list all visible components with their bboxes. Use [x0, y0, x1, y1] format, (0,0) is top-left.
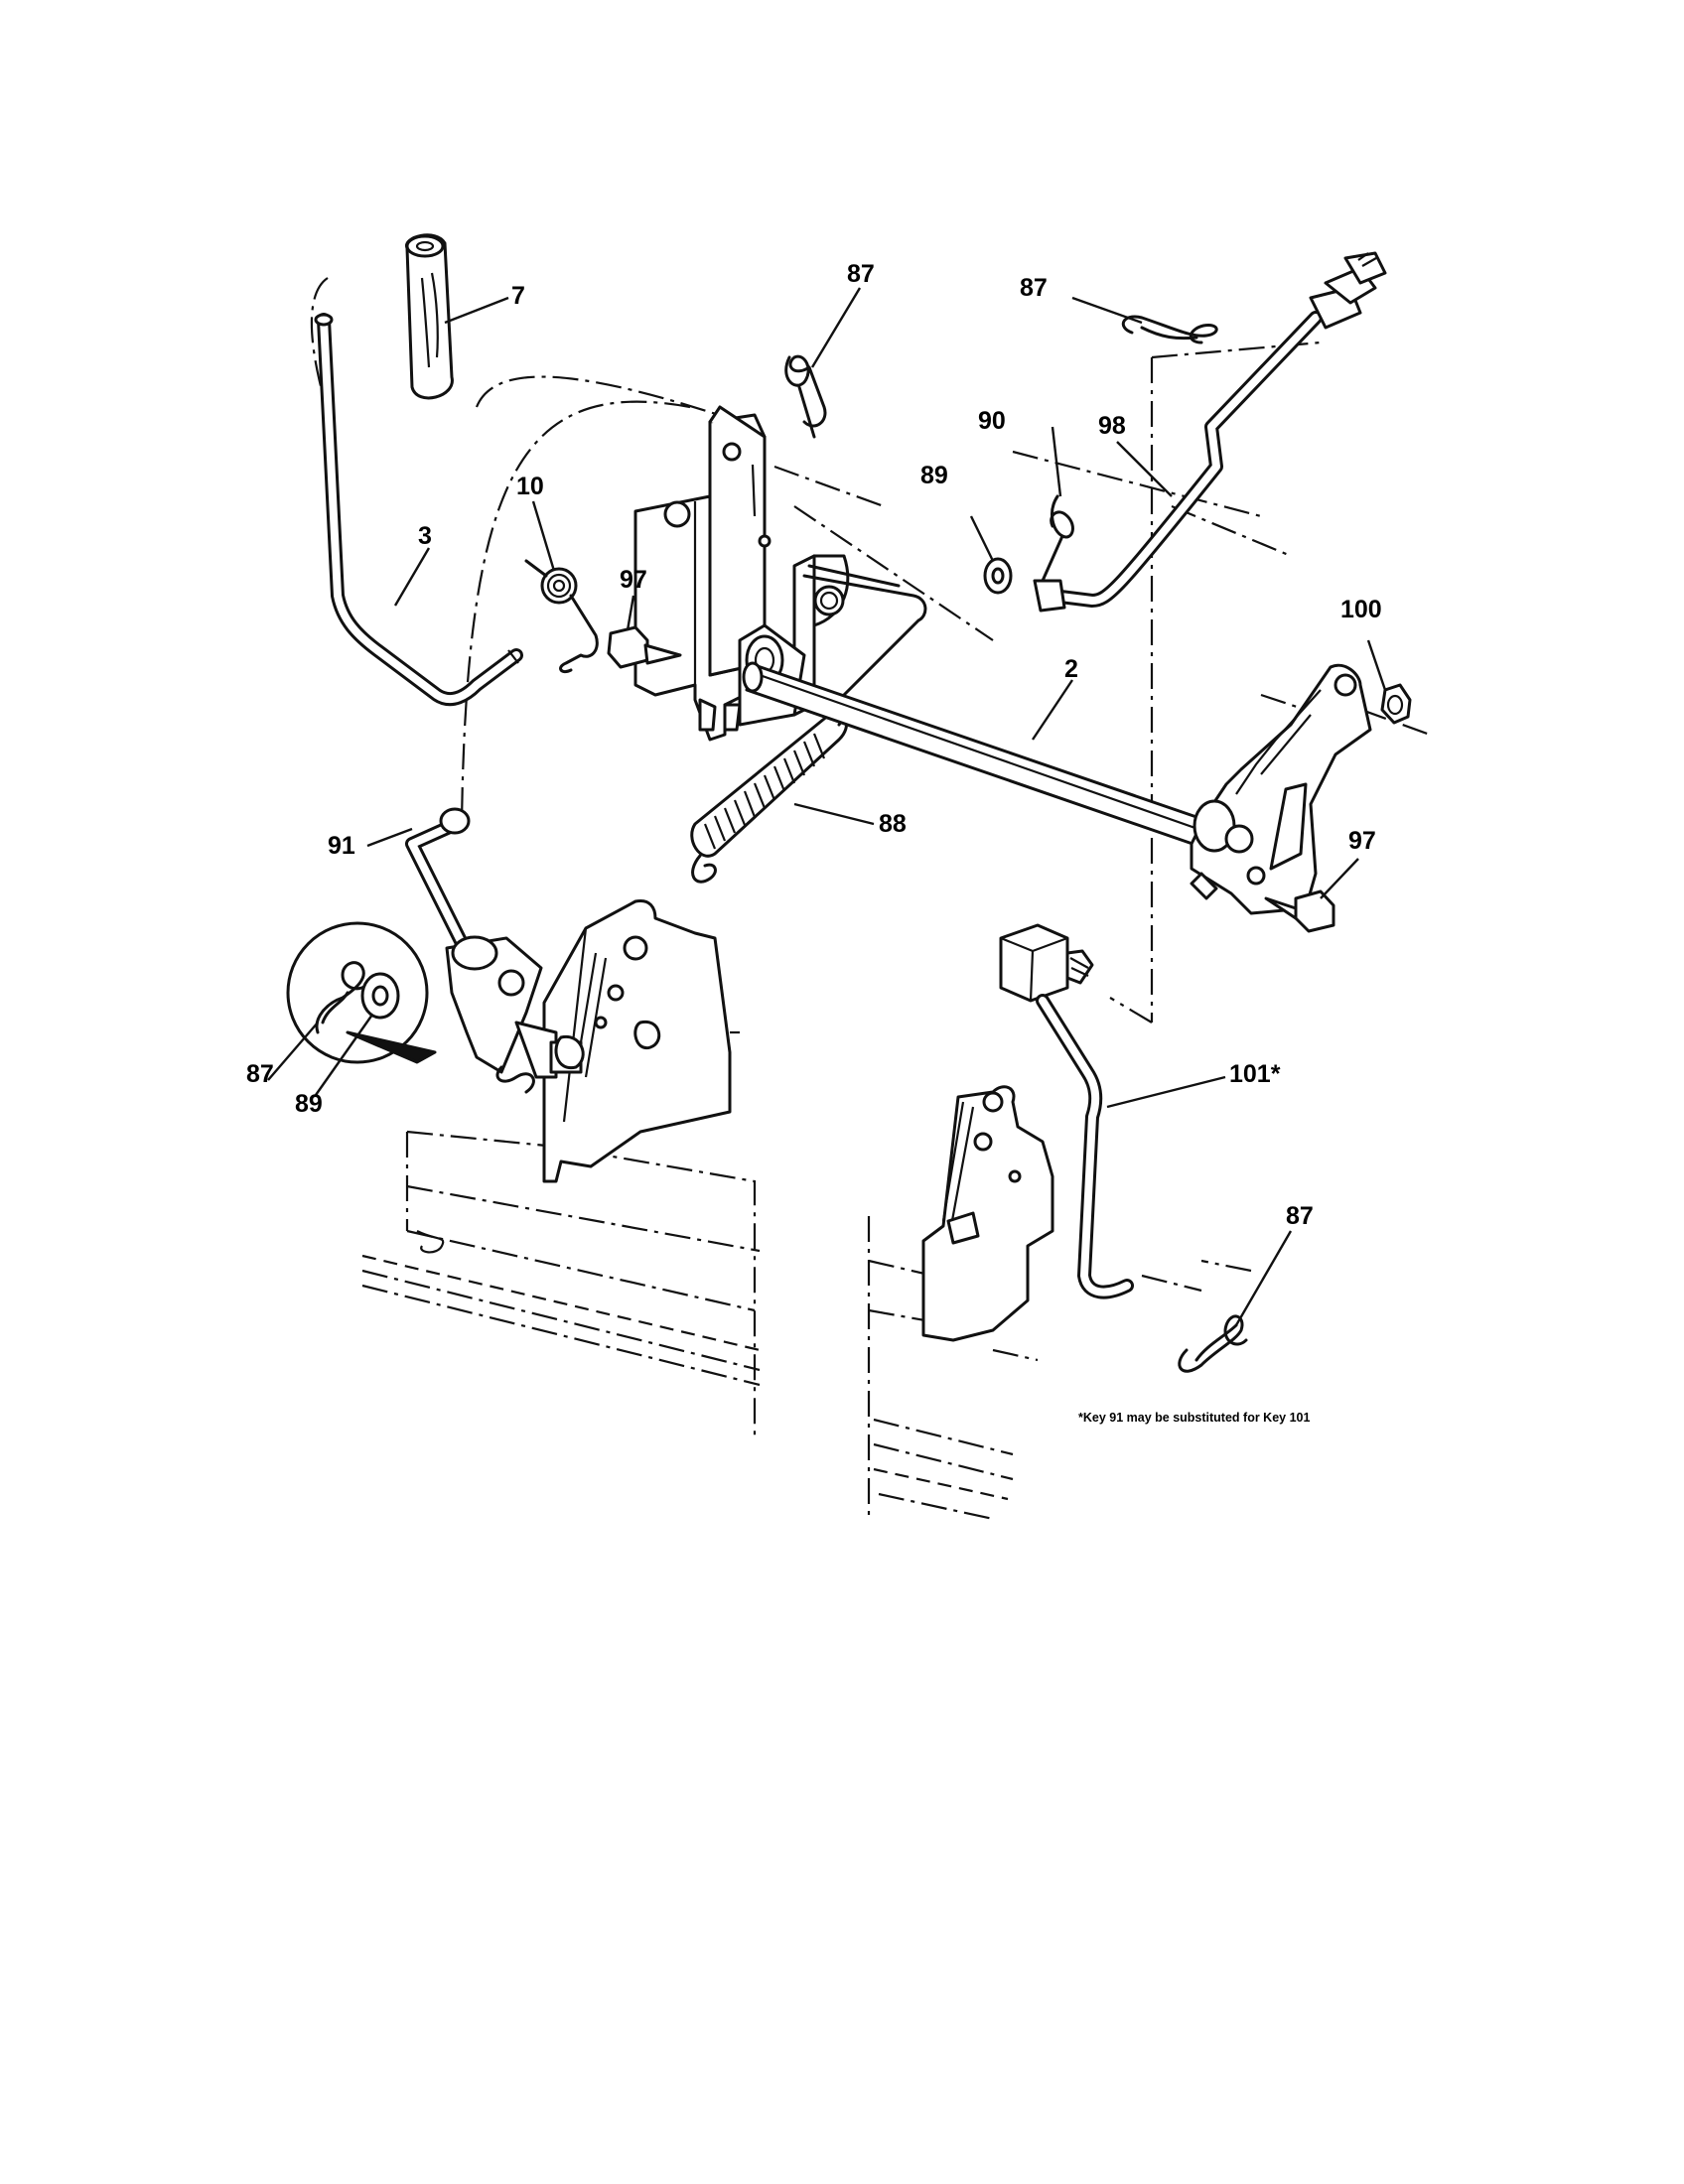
callout-87-bottom: 87: [1286, 1202, 1314, 1230]
part-87-clip-bottom: [1178, 1314, 1248, 1373]
phantom-lines: [310, 277, 1431, 1293]
right-hanger-bracket: [921, 1085, 1054, 1342]
leader-lines: [267, 287, 1387, 1326]
callout-101: 101*: [1229, 1060, 1281, 1088]
mower-deck-right-phantom: [867, 1216, 1039, 1521]
callout-91: 91: [328, 832, 355, 860]
callout-97-right: 97: [1348, 827, 1376, 855]
callout-labels: 7 87 87 90 98 89 10 3 97 100 2 88 91 97 …: [246, 260, 1382, 1425]
callout-87-top: 87: [847, 260, 875, 288]
part-10-spring: [524, 559, 599, 674]
part-89-washer-mid: [983, 557, 1013, 595]
callout-90: 90: [978, 407, 1006, 435]
callout-98: 98: [1098, 412, 1126, 440]
part-98-rod: [1033, 251, 1387, 613]
detail-inset-87-89: [286, 921, 437, 1064]
part-87-clip-top: [784, 354, 827, 439]
part-101-lift-link: [999, 923, 1134, 1299]
callout-89-mid: 89: [920, 462, 948, 489]
callout-2: 2: [1064, 655, 1078, 683]
callout-100: 100: [1340, 596, 1382, 623]
callout-7: 7: [511, 282, 525, 310]
part-90-clip: [1041, 494, 1074, 583]
callout-10: 10: [516, 473, 544, 500]
part-91-lift-link: [405, 807, 585, 1094]
left-hanger-bracket: [542, 898, 740, 1183]
part-7-handle-grip: [405, 233, 454, 400]
right-lift-arm: [1190, 663, 1372, 915]
substitution-note: *Key 91 may be substituted for Key 101: [1078, 1411, 1310, 1425]
callout-3: 3: [418, 522, 432, 550]
callout-88: 88: [879, 810, 907, 838]
callout-87-topright: 87: [1020, 274, 1048, 302]
part-97-bolt-right: [1264, 889, 1335, 933]
part-100-nut: [1380, 683, 1412, 725]
callout-97-left: 97: [620, 566, 647, 594]
main-mounting-bracket: [633, 405, 772, 742]
callout-89-left: 89: [295, 1090, 323, 1118]
part-3-lift-handle: [314, 313, 523, 707]
callout-87-left: 87: [246, 1060, 274, 1088]
part-97-bolt-left: [607, 625, 682, 669]
mower-deck-left-phantom: [361, 1130, 761, 1439]
